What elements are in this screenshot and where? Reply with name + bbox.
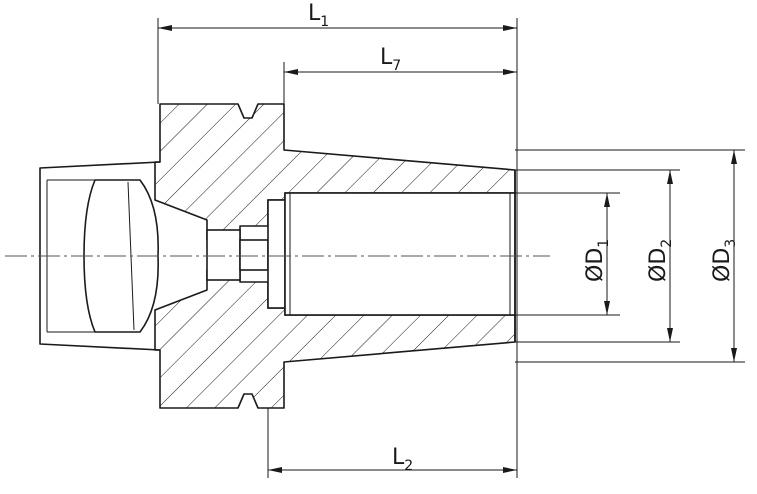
dimension-d2: ØD2 (646, 170, 675, 342)
main-bore (267, 199, 286, 309)
svg-text:ØD1: ØD1 (583, 239, 612, 282)
dimension-l2: L2 (268, 445, 517, 474)
dimension-d3: ØD3 (710, 150, 739, 362)
main-bore-shaft (284, 192, 516, 316)
svg-text:L2: L2 (392, 445, 413, 474)
coolant-channel (239, 239, 269, 271)
svg-text:ØD2: ØD2 (646, 239, 675, 282)
dimension-l1: L1 (158, 1, 517, 31)
svg-text:ØD3: ØD3 (710, 239, 739, 282)
svg-text:L7: L7 (380, 45, 401, 74)
coolant-tube (206, 229, 241, 281)
dimension-d1: ØD1 (583, 193, 612, 315)
clamping-chamber (83, 179, 159, 333)
dimension-l7: L7 (284, 45, 517, 75)
svg-text:L1: L1 (308, 1, 329, 30)
